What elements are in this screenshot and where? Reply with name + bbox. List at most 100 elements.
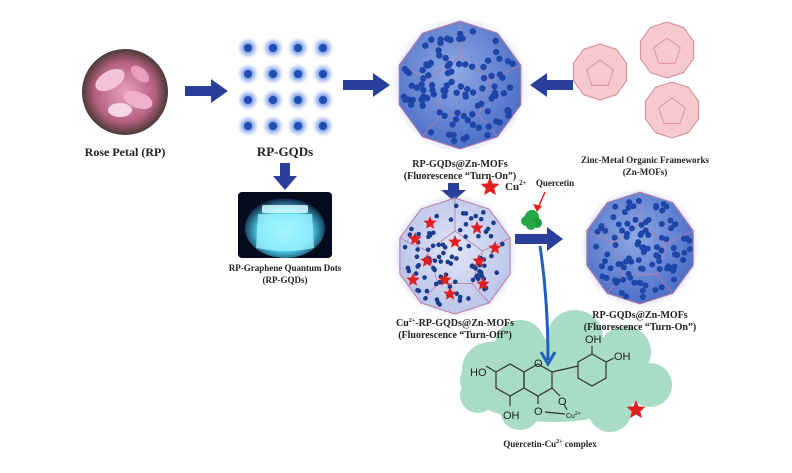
gqd-dot [474, 102, 482, 109]
gqd-dot [400, 93, 408, 101]
rp-gqds-dot-grid [237, 37, 334, 137]
gqd-dot [611, 277, 618, 284]
quercetin-arrow-icon [533, 191, 546, 212]
gqd-dot [500, 241, 505, 247]
gqd-dot [443, 82, 451, 89]
gqd-dot [446, 60, 453, 68]
gqd-dot [427, 129, 435, 136]
gqd-dot-core [319, 122, 327, 130]
gqd-dot [479, 85, 486, 92]
oh-top-label: OH [585, 334, 602, 346]
gqd-dot-core [269, 122, 277, 130]
gqd-dot [450, 131, 457, 139]
gqd-dot [670, 245, 677, 252]
gqd-dot [680, 256, 687, 263]
gqd-dot-core [269, 96, 277, 104]
gqd-dot [469, 111, 476, 118]
gqd-dot [504, 106, 512, 114]
gqd-dot [453, 89, 460, 96]
gqd-dot [485, 123, 493, 130]
gqd-dot [433, 281, 439, 287]
gqd-dot [623, 293, 630, 300]
gqd-dot [640, 249, 647, 256]
mof-edge [586, 230, 614, 244]
gqd-dot [668, 225, 675, 232]
gqd-dot [491, 89, 499, 97]
arrow-gqds-to-mof [343, 73, 390, 97]
gqd-dot [639, 287, 646, 294]
gqd-dot [454, 109, 461, 117]
cu-ion-star-icon [470, 221, 484, 234]
gqd-dot [625, 204, 632, 211]
gqd-dot [625, 270, 632, 277]
gqd-dot [475, 273, 481, 278]
gqd-dot [407, 232, 413, 238]
ho-left-label: HO [470, 367, 487, 379]
gqd-dot [635, 198, 642, 205]
arrow-to-complex [538, 245, 557, 367]
gqd-dot [500, 90, 508, 97]
gqd-dot [484, 131, 491, 139]
gqd-dot [457, 83, 465, 90]
gqd-dot [429, 86, 436, 94]
gqd-dot [618, 289, 625, 296]
gqd-dot-core [294, 122, 302, 130]
gqd-dot [488, 72, 495, 80]
gqd-dot [431, 265, 436, 271]
mof-right-label-line1: RP-GQDs@Zn-MOFs [592, 310, 688, 321]
gqd-dot [425, 72, 432, 79]
mof-edge [656, 274, 674, 294]
zn-mof-polyhedron [572, 43, 628, 101]
gqd-dot [612, 203, 619, 210]
zn-mof-face [586, 59, 614, 86]
gqd-dot-core [244, 96, 252, 104]
gqd-dot [638, 230, 645, 237]
gqd-dot-core [294, 44, 302, 52]
gqd-dot [416, 263, 421, 268]
cu-ion-star-icon [488, 241, 502, 254]
gqd-dot [642, 219, 649, 226]
gqd-dot [419, 66, 426, 74]
gqd-dot [448, 78, 455, 86]
gqd-dot [469, 89, 477, 96]
gqd-dot [468, 63, 476, 70]
gqd-dot [416, 288, 422, 294]
gqd-dot [463, 234, 468, 239]
gqd-dot [496, 119, 503, 126]
cu-ion-star-icon [480, 177, 500, 196]
gqd-dot [408, 82, 415, 89]
gqd-dot [496, 55, 503, 62]
zn-mof-face [653, 37, 681, 64]
gqd-dot [463, 133, 470, 141]
gqd-dot [409, 96, 416, 104]
gqd-dot [489, 253, 494, 259]
arrow-cu-mof-to-right-mof [515, 227, 563, 251]
gqd-dot [667, 217, 674, 224]
gqd-dot-core [244, 122, 252, 130]
gqd-dot [441, 92, 448, 100]
gqd-dot [485, 226, 491, 232]
gqd-dot [484, 108, 492, 115]
oh-bottom-label: OH [503, 410, 520, 422]
gqd-dot [437, 302, 442, 307]
gqd-dot [654, 244, 661, 251]
gqd-dot [460, 112, 468, 120]
gqd-dot-core [294, 70, 302, 78]
gqd-dot [598, 263, 605, 270]
mof-top-label-line1: RP-GQDs@Zn-MOFs [412, 159, 508, 170]
gqd-dot [424, 288, 430, 294]
gqd-dot [658, 284, 665, 291]
gqd-dot [460, 211, 466, 216]
gqd-dot [457, 227, 463, 233]
gqd-dot [442, 87, 449, 95]
gqd-dot [637, 280, 644, 287]
cu-ion-star-icon [443, 287, 457, 300]
gqd-dot [414, 254, 420, 260]
jar-label-line1: RP-Graphene Quantum Dots [229, 263, 342, 273]
gqd-dot [635, 257, 642, 264]
gqd-dot [640, 244, 647, 251]
gqd-dot [452, 116, 460, 123]
gqd-dot [441, 250, 446, 256]
gqd-dot [427, 230, 432, 236]
gqd-dot [444, 69, 452, 77]
